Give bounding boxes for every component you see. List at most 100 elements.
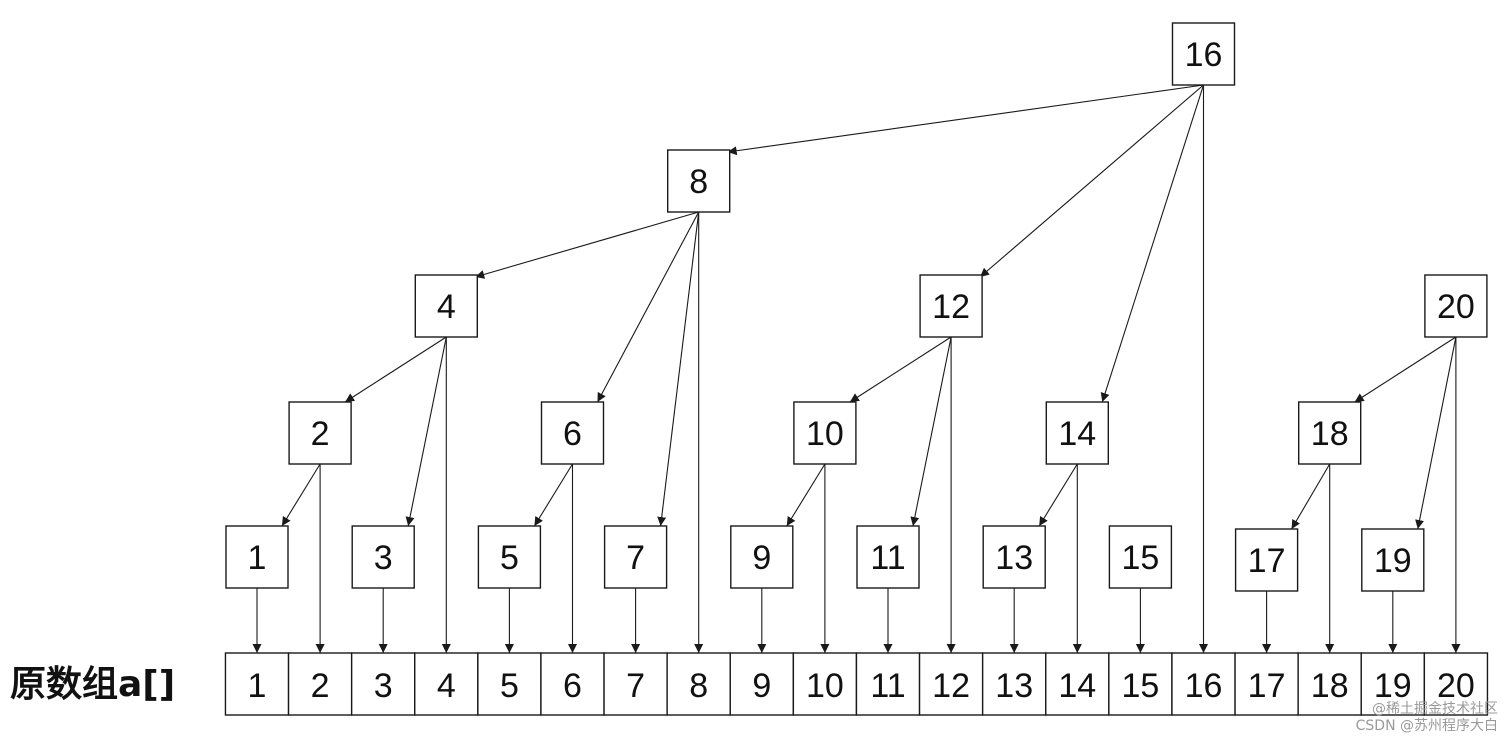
array-cell-box [792,652,858,716]
array-cell-label: 16 [1185,667,1223,705]
tree-node-box [225,525,289,589]
array-cell-14: 14 [1045,652,1110,716]
array-cell-label: 13 [995,667,1033,705]
array-cell-2: 2 [287,652,353,716]
tree-node-label: 15 [1121,539,1159,577]
tree-node-label: 12 [932,288,970,326]
tree-node-box [351,525,415,589]
array-cell-18: 18 [1297,652,1362,716]
tree-node-label: 9 [752,539,771,577]
tree-node-label: 3 [374,539,393,577]
array-cell-11: 11 [855,652,921,716]
array-cell-5: 5 [477,652,542,716]
array-cell-box [603,652,668,716]
array-cell-box [855,652,921,716]
tree-node-box [603,525,668,589]
array-cell-box [981,652,1047,716]
tree-node-label: 8 [689,163,708,201]
array-cell-box [1234,652,1299,716]
tree-node-box [288,401,352,465]
tree-node-box [1045,401,1110,465]
array-cell-4: 4 [414,652,479,716]
array-cell-15: 15 [1108,652,1173,716]
tree-node-box [1361,528,1425,592]
tree-node-9: 9 [730,525,794,589]
array-cell-label: 14 [1058,667,1096,705]
tree-node-3: 3 [351,525,415,589]
tree-node-label: 14 [1058,415,1096,453]
edge-16-to-8 [727,84,1204,156]
tree-node-label: 1 [248,539,267,577]
tree-node-10: 10 [793,401,857,465]
tree-node-19: 19 [1361,528,1425,592]
array-cell-17: 17 [1234,652,1299,716]
array-cell-label: 5 [500,667,519,705]
array-cell-label: 3 [374,667,393,705]
tree-node-5: 5 [477,525,542,589]
tree-node-16: 16 [1171,22,1236,86]
array-cell-12: 12 [918,652,984,716]
array-cell-7: 7 [603,652,668,716]
array-cell-20: 20 [1423,652,1489,716]
tree-node-14: 14 [1045,401,1110,465]
array-cell-label: 20 [1437,667,1475,705]
array-cell-box [1108,652,1173,716]
watermark-csdn: CSDN @苏州程序大白 [1355,718,1498,734]
tree-node-1: 1 [225,525,289,589]
tree-node-11: 11 [856,525,920,589]
edge-20-to-18 [1354,336,1457,403]
array-cell-box [477,652,542,716]
watermark-juejin: @稀土掘金技术社区 [1372,701,1498,717]
array-cell-box [350,652,416,716]
tree-node-label: 11 [870,539,905,577]
edge-20-to-19 [1415,336,1457,530]
array-cell-label: 7 [626,667,645,705]
tree-node-17: 17 [1234,528,1299,592]
tree-node-label: 5 [500,539,519,577]
array-cell-label: 9 [752,667,771,705]
tree-node-15: 15 [1108,525,1173,589]
edge-2-to-1 [281,463,321,527]
tree-node-box [477,525,542,589]
tree-node-label: 7 [626,539,645,577]
tree-node-label: 16 [1185,36,1223,74]
array-cell-box [1297,652,1362,716]
array-cell-label: 2 [311,667,330,705]
tree-node-box [856,525,920,589]
edge-10-to-9 [786,463,826,527]
tree-node-label: 4 [437,288,456,326]
tree-node-box [1171,22,1236,86]
array-cell-label: 11 [870,667,905,705]
array-cell-3: 3 [350,652,416,716]
array-label: 原数组a[] [10,664,176,705]
tree-node-label: 10 [806,415,844,453]
tree-node-box [793,401,857,465]
edge-12-to-11 [910,336,952,527]
array-cell-label: 17 [1248,667,1286,705]
tree-node-box [1108,525,1173,589]
tree-node-label: 19 [1374,542,1412,580]
edge-4-to-3 [405,336,447,527]
tree-node-label: 6 [563,415,582,453]
array-cell-box [540,652,605,716]
array-cell-label: 12 [932,667,970,705]
array-cell-label: 6 [563,667,582,705]
tree-node-label: 17 [1248,542,1286,580]
tree-node-7: 7 [603,525,668,589]
array-cell-box [1171,652,1236,716]
tree-node-box [414,274,478,338]
array-cell-label: 15 [1121,667,1159,705]
array-cell-label: 19 [1374,667,1412,705]
edge-6-to-5 [533,463,573,527]
edge-18-to-17 [1291,463,1331,530]
array-cell-label: 4 [437,667,456,705]
array-cell-box [414,652,479,716]
array-cell-box [1423,652,1489,716]
edge-12-to-10 [849,336,952,403]
array-cell-box [666,652,731,716]
tree-node-box [919,274,983,338]
edge-16-to-14 [1100,84,1205,403]
